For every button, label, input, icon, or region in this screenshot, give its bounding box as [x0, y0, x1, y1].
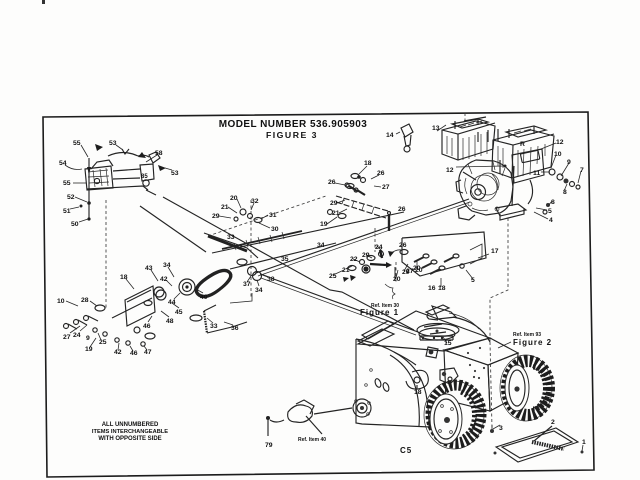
svg-text:34: 34: [317, 242, 325, 249]
svg-text:36: 36: [231, 325, 239, 332]
svg-text:9: 9: [567, 159, 571, 166]
svg-text:46: 46: [143, 323, 151, 330]
svg-text:35: 35: [281, 256, 289, 263]
svg-text:17: 17: [491, 248, 499, 255]
svg-text:29: 29: [402, 269, 410, 276]
svg-text:33: 33: [210, 323, 218, 330]
svg-text:46: 46: [130, 350, 138, 357]
svg-text:42: 42: [160, 276, 168, 283]
svg-text:26: 26: [399, 242, 407, 249]
svg-text:85: 85: [141, 174, 148, 180]
svg-text:FIGURE 3: FIGURE 3: [266, 130, 318, 140]
svg-text:18: 18: [120, 274, 128, 281]
svg-text:58: 58: [155, 150, 163, 157]
svg-text:33: 33: [227, 234, 235, 241]
svg-text:20: 20: [415, 267, 423, 274]
svg-text:20: 20: [393, 276, 401, 283]
svg-text:5: 5: [548, 208, 552, 215]
svg-text:Figure 1: Figure 1: [360, 308, 399, 317]
svg-text:20: 20: [230, 195, 238, 202]
svg-text:8: 8: [551, 199, 555, 206]
svg-text:Ref. Item 40: Ref. Item 40: [298, 437, 326, 443]
svg-text:27: 27: [382, 184, 390, 191]
svg-text:12: 12: [556, 139, 564, 146]
svg-text:42: 42: [114, 349, 122, 356]
svg-text:44: 44: [168, 299, 176, 306]
svg-text:Ref. Item 30: Ref. Item 30: [371, 303, 399, 309]
svg-text:55: 55: [63, 180, 71, 187]
svg-text:5: 5: [471, 277, 475, 284]
svg-text:ALL UNNUMBERED: ALL UNNUMBERED: [102, 422, 159, 428]
svg-text:7: 7: [580, 167, 584, 174]
svg-text:38: 38: [267, 276, 275, 283]
svg-text:ITEMS INTERCHANGEABLE: ITEMS INTERCHANGEABLE: [92, 429, 168, 435]
svg-text:79: 79: [265, 442, 273, 449]
svg-text:40: 40: [200, 294, 208, 301]
svg-text:52: 52: [67, 194, 75, 201]
svg-text:34: 34: [255, 287, 263, 294]
svg-text:19: 19: [320, 221, 328, 228]
svg-text:8: 8: [563, 189, 567, 196]
svg-text:WITH OPPOSITE SIDE: WITH OPPOSITE SIDE: [98, 436, 161, 442]
svg-text:22: 22: [350, 256, 358, 263]
svg-text:21: 21: [221, 204, 229, 211]
svg-text:27: 27: [406, 268, 414, 275]
svg-text:21: 21: [332, 210, 340, 217]
svg-text:20: 20: [413, 265, 421, 272]
svg-text:18: 18: [414, 389, 422, 396]
svg-text:19: 19: [85, 346, 93, 353]
svg-text:53: 53: [171, 170, 179, 177]
svg-text:27: 27: [63, 334, 71, 341]
svg-text:4: 4: [549, 217, 553, 224]
svg-text:11: 11: [533, 170, 540, 177]
svg-text:55: 55: [73, 140, 81, 147]
svg-text:Ref. Item 93: Ref. Item 93: [513, 332, 541, 338]
svg-text:10: 10: [57, 298, 65, 305]
svg-text:R: R: [520, 141, 525, 148]
svg-text:14: 14: [386, 132, 394, 139]
svg-text:24: 24: [73, 332, 81, 339]
svg-text:25: 25: [329, 273, 337, 280]
svg-text:47: 47: [144, 349, 152, 356]
svg-text:3: 3: [499, 425, 503, 432]
svg-text:18: 18: [438, 285, 446, 292]
svg-text:48: 48: [166, 318, 174, 325]
svg-text:10: 10: [554, 151, 562, 158]
svg-text:2: 2: [551, 419, 555, 426]
svg-text:13: 13: [432, 125, 440, 132]
svg-text:45: 45: [175, 309, 183, 316]
svg-text:30: 30: [271, 226, 279, 233]
svg-text:43: 43: [145, 265, 153, 272]
svg-text:28: 28: [81, 297, 89, 304]
svg-text:26: 26: [377, 170, 385, 177]
svg-text:34: 34: [163, 262, 171, 269]
svg-text:31: 31: [269, 212, 277, 219]
svg-text:Figure 2: Figure 2: [513, 338, 552, 347]
svg-text:50: 50: [71, 221, 79, 228]
svg-text:54: 54: [59, 160, 67, 167]
svg-text:18: 18: [364, 160, 372, 167]
svg-text:53: 53: [109, 140, 117, 147]
svg-text:32: 32: [251, 198, 259, 205]
svg-text:29: 29: [330, 200, 338, 207]
svg-text:21: 21: [342, 267, 350, 274]
svg-text:29: 29: [362, 252, 370, 259]
svg-text:26: 26: [398, 206, 406, 213]
svg-text:12: 12: [446, 167, 454, 174]
svg-text:C5: C5: [400, 446, 412, 455]
svg-text:1: 1: [582, 439, 586, 446]
svg-text:26: 26: [328, 179, 336, 186]
svg-text:9: 9: [86, 335, 90, 342]
svg-text:29: 29: [212, 213, 220, 220]
svg-text:MODEL NUMBER 536.905903: MODEL NUMBER 536.905903: [219, 119, 368, 130]
svg-text:25: 25: [99, 339, 107, 346]
svg-text:16: 16: [428, 285, 436, 292]
svg-text:51: 51: [63, 208, 71, 215]
svg-text:15: 15: [444, 340, 452, 347]
svg-text:24: 24: [375, 244, 383, 251]
svg-text:37: 37: [243, 281, 251, 288]
